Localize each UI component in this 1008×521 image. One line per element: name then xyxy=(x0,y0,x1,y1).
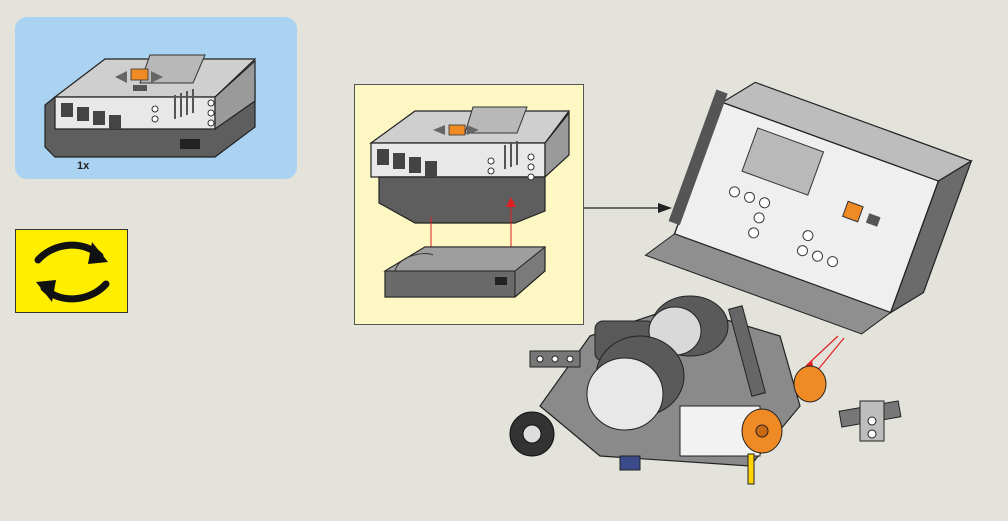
step-arrow-icon xyxy=(584,203,672,213)
parts-quantity-label: 1x xyxy=(77,160,90,172)
nxt-brick-with-battery-icon xyxy=(369,106,571,298)
sub-assembly-box xyxy=(354,84,584,325)
rotate-arrows-icon xyxy=(34,241,110,303)
rotate-model-icon xyxy=(15,229,128,313)
robot-assembly-icon xyxy=(509,81,973,485)
nxt-brick-icon xyxy=(44,54,257,158)
parts-list-box: 1x xyxy=(15,17,297,179)
